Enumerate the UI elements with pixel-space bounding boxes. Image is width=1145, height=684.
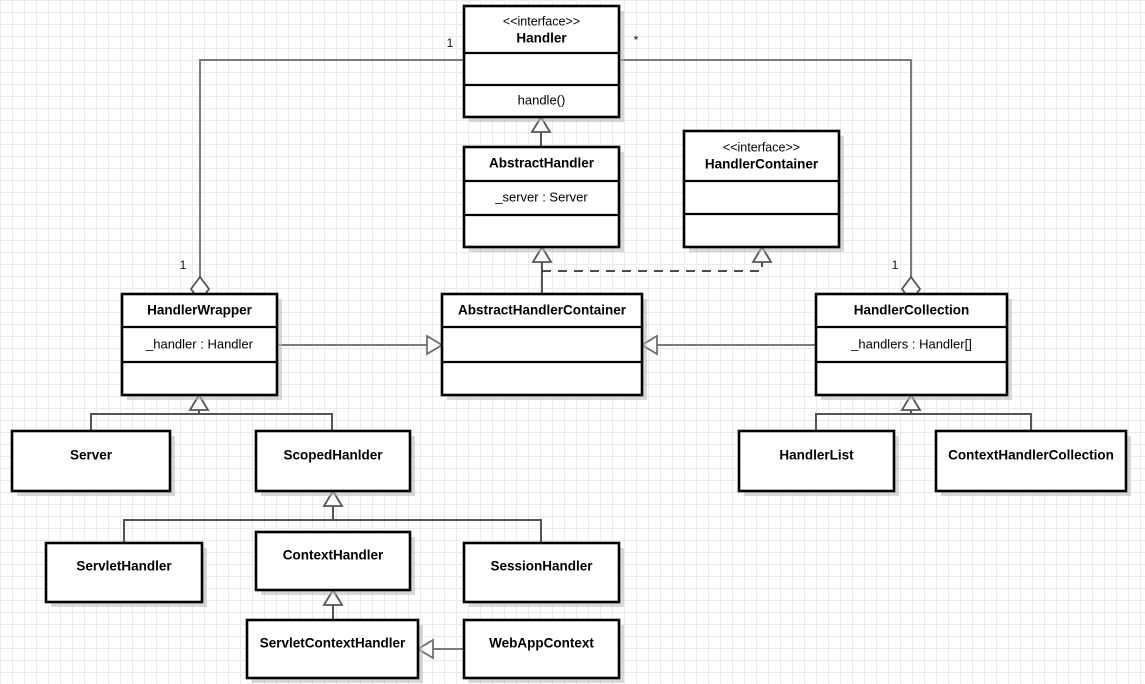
class-box-context-handler-collection[interactable]: ContextHandlerCollection — [934, 429, 1131, 496]
class-attribute-server: _server : Server — [494, 189, 588, 204]
class-box-web-app-context[interactable]: WebAppContext — [462, 618, 624, 683]
connector-web-app-context-extends-servlet-context-handler[interactable] — [416, 638, 464, 660]
class-operation-handle: handle() — [518, 92, 566, 107]
connector-layer — [90, 59, 1032, 660]
class-stereotype-handler: <<interface>> — [503, 14, 580, 28]
class-name-context-handler: ContextHandler — [283, 548, 384, 563]
class-name-web-app-context: WebAppContext — [489, 636, 594, 651]
class-attribute-handler: _handler : Handler — [145, 336, 254, 351]
class-name-handler-collection: HandlerCollection — [854, 303, 970, 318]
multiplicity-handler-right: * — [634, 33, 639, 47]
connector-handler-wrapper-aggregates-handler[interactable] — [189, 59, 464, 303]
class-box-handler-list[interactable]: HandlerList — [737, 429, 899, 496]
connector-servlet-context-handler-extends-context-handler[interactable] — [322, 588, 344, 620]
multiplicity-handler-collection: 1 — [892, 258, 899, 272]
connector-handler-wrapper-extends-abstract-handler-container[interactable] — [277, 334, 444, 356]
class-box-handler-collection[interactable]: HandlerCollection _handlers : Handler[] — [814, 292, 1012, 400]
class-box-handler-wrapper[interactable]: HandlerWrapper _handler : Handler — [120, 292, 282, 400]
connector-scoped-hanlder-subclasses[interactable] — [123, 489, 542, 543]
class-name-handler-container: HandlerContainer — [705, 157, 819, 172]
class-name-server: Server — [70, 448, 113, 463]
class-box-abstract-handler-container[interactable]: AbstractHandlerContainer — [440, 292, 647, 400]
connector-handler-wrapper-subclasses[interactable] — [90, 393, 333, 431]
connector-handler-collection-extends-abstract-handler-container[interactable] — [640, 334, 816, 356]
class-box-session-handler[interactable]: SessionHandler — [462, 541, 624, 607]
connector-handler-collection-subclasses[interactable] — [815, 393, 1032, 431]
class-box-servlet-context-handler[interactable]: ServletContextHandler — [245, 618, 423, 683]
class-box-handler-container[interactable]: <<interface>> HandlerContainer — [682, 129, 844, 252]
connector-abstract-handler-extends-handler[interactable] — [530, 115, 552, 147]
class-stereotype-handler-container: <<interface>> — [723, 140, 800, 154]
class-name-servlet-handler: ServletHandler — [76, 559, 172, 574]
class-name-handler-list: HandlerList — [779, 448, 854, 463]
multiplicity-handler-left: 1 — [447, 36, 454, 50]
class-name-handler-wrapper: HandlerWrapper — [147, 303, 253, 318]
multiplicity-handler-wrapper: 1 — [180, 258, 187, 272]
class-name-handler: Handler — [516, 31, 567, 46]
class-box-abstract-handler[interactable]: AbstractHandler _server : Server — [462, 145, 624, 252]
class-name-abstract-handler-container: AbstractHandlerContainer — [458, 303, 627, 318]
class-box-scoped-hanlder[interactable]: ScopedHanlder — [254, 429, 415, 496]
class-name-abstract-handler: AbstractHandler — [489, 156, 595, 171]
class-box-server[interactable]: Server — [10, 429, 175, 496]
connector-abstract-handler-container-implements-handler-container[interactable] — [542, 245, 773, 272]
class-box-servlet-handler[interactable]: ServletHandler — [44, 541, 207, 607]
connector-abstract-handler-container-extends-abstract-handler[interactable] — [531, 245, 553, 294]
multiplicity-labels: 1 * 1 1 — [180, 33, 899, 272]
class-name-servlet-context-handler: ServletContextHandler — [260, 636, 406, 651]
class-name-context-handler-collection: ContextHandlerCollection — [948, 448, 1114, 463]
class-attribute-handlers: _handlers : Handler[] — [850, 336, 972, 351]
class-name-scoped-hanlder: ScopedHanlder — [283, 448, 383, 463]
class-box-handler[interactable]: <<interface>> Handler handle() — [462, 4, 624, 122]
class-name-session-handler: SessionHandler — [490, 559, 593, 574]
class-box-context-handler[interactable]: ContextHandler — [254, 530, 415, 595]
